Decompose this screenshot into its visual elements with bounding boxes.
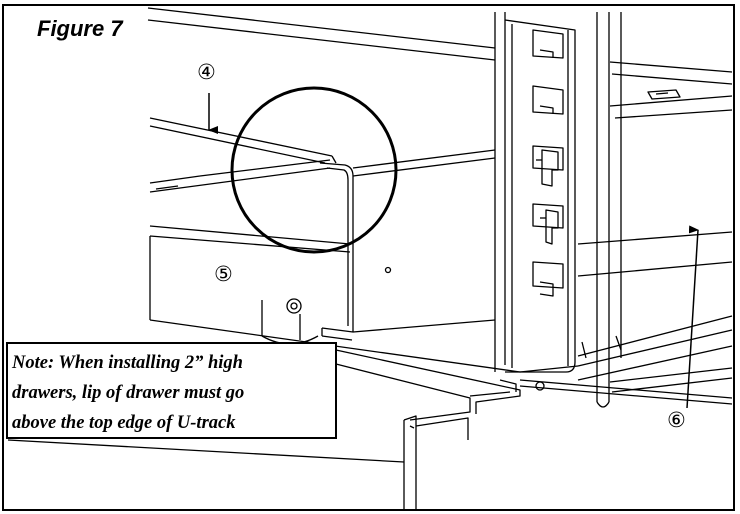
side-rails: [519, 231, 733, 405]
vertical-upright: [494, 12, 576, 391]
support-rod: [581, 12, 622, 408]
u-track: [319, 149, 496, 341]
note-line-3: above the top edge of U-track: [12, 413, 236, 433]
upper-drawer: [149, 117, 351, 253]
cabinet-top-rails: [147, 7, 733, 119]
callout-part-5: ⑤: [214, 262, 233, 286]
note-line-1: Note: When installing 2” high: [12, 353, 243, 373]
callout-part-4: ④: [197, 60, 216, 84]
installation-note: Note: When installing 2” high drawers, l…: [6, 342, 337, 439]
detail-circle: [230, 86, 398, 254]
callout-6-arrow: [686, 225, 699, 409]
figure-title: Figure 7: [33, 16, 127, 42]
callout-part-6: ⑥: [667, 408, 686, 432]
note-line-2: drawers, lip of drawer must go: [12, 383, 245, 403]
figure-frame: [2, 4, 735, 511]
drawer-lip-tray: [7, 349, 521, 510]
